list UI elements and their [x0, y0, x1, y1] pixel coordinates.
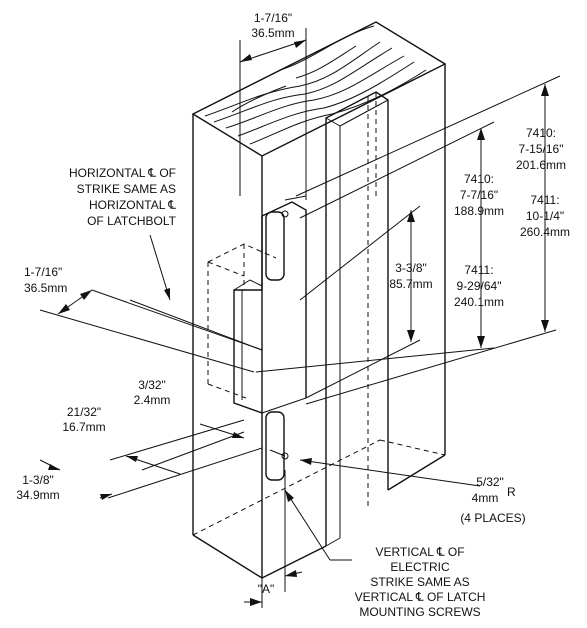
- screw-hole-top: [281, 210, 289, 218]
- dimension-labels: 1-7/16" 36.5mm 7410: 7-15/16" 201.6mm 74…: [16, 11, 570, 596]
- radius-mm: 4mm: [472, 491, 499, 505]
- mid-height-inch: 3-3/8": [395, 261, 427, 275]
- r7411a-mm: 260.4mm: [520, 225, 570, 239]
- vertical-note-line-2: ELECTRIC: [390, 560, 450, 574]
- top-width-mm: 36.5mm: [251, 26, 294, 40]
- radius-note: (4 PLACES): [460, 511, 525, 525]
- faceplate-bottom: [265, 411, 285, 481]
- gap-inch: 3/32": [138, 378, 166, 392]
- r7410a-mm: 201.6mm: [516, 158, 566, 172]
- r7411b-inch: 9-29/64": [457, 279, 502, 293]
- vertical-note-line-5: MOUNTING SCREWS: [359, 605, 480, 619]
- vertical-note-line-4: VERTICAL ℄ OF LATCH: [355, 590, 486, 604]
- radius-inch: 5/32": [476, 475, 504, 489]
- horizontal-note-line-1: HORIZONTAL ℄ OF: [69, 166, 176, 180]
- r7411b-model: 7411:: [464, 263, 493, 277]
- offset-inch: 21/32": [67, 405, 101, 419]
- radius-r: R: [507, 485, 516, 499]
- screw-hole-bottom: [281, 452, 289, 460]
- faceplate-top: [265, 211, 285, 281]
- horizontal-note-line-4: OF LATCHBOLT: [87, 214, 177, 228]
- left-width-mm: 36.5mm: [24, 281, 67, 295]
- left-width-inch: 1-7/16": [24, 265, 62, 279]
- top-width-inch: 1-7/16": [254, 11, 292, 25]
- a-label: "A": [258, 582, 275, 596]
- centerline-notes: HORIZONTAL ℄ OF STRIKE SAME AS HORIZONTA…: [69, 166, 485, 619]
- depth-inch: 1-3/8": [22, 473, 54, 487]
- horizontal-note-line-2: STRIKE SAME AS: [77, 182, 176, 196]
- depth-mm: 34.9mm: [16, 488, 59, 502]
- r7410a-inch: 7-15/16": [519, 142, 564, 156]
- r7410b-inch: 7-7/16": [460, 188, 498, 202]
- vertical-note-line-3: STRIKE SAME AS: [370, 575, 469, 589]
- gap-mm: 2.4mm: [134, 393, 171, 407]
- offset-mm: 16.7mm: [62, 420, 105, 434]
- mid-height-mm: 85.7mm: [389, 277, 432, 291]
- dimension-lines: [39, 39, 549, 606]
- r7411a-inch: 10-1/4": [526, 209, 564, 223]
- r7411b-mm: 240.1mm: [454, 295, 504, 309]
- strike-pocket: [207, 195, 307, 481]
- frame-top-face: [191, 21, 447, 157]
- r7411a-model: 7411:: [530, 193, 559, 207]
- horizontal-note-line-3: HORIZONTAL ℄: [89, 198, 176, 212]
- r7410a-model: 7410:: [526, 126, 556, 140]
- frame-block: [191, 21, 447, 579]
- r7410b-model: 7410:: [464, 172, 494, 186]
- vertical-note-line-1: VERTICAL ℄ OF: [375, 545, 464, 559]
- r7410b-mm: 188.9mm: [454, 204, 504, 218]
